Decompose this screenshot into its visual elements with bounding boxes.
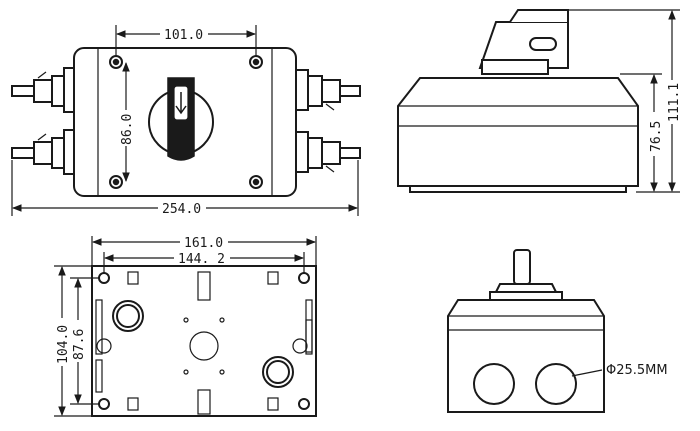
label-bottom-inner-width: 144. 2 [178, 252, 225, 267]
label-bottom-outer-width: 161.0 [184, 236, 223, 251]
right-bottom-connector [295, 131, 361, 173]
side-view: 111.1 76.5 [397, 9, 682, 193]
dim-top-width [115, 25, 257, 56]
bottom-cable-holes [96, 300, 308, 388]
side-handle [478, 9, 569, 75]
dim-bottom-inner-width [103, 252, 305, 273]
front-hole-left [473, 363, 515, 405]
dim-bottom-inner-height [70, 277, 100, 405]
bottom-housing [91, 265, 317, 417]
side-housing [397, 77, 639, 187]
right-top-connector [295, 69, 361, 111]
front-hole-right [535, 363, 577, 405]
dim-side-outer [568, 9, 680, 193]
front-handle [489, 249, 563, 301]
left-top-connector [11, 67, 75, 113]
label-bottom-outer-height: 104.0 [56, 325, 71, 364]
label-top-height: 86.0 [120, 114, 135, 145]
label-top-overall: 254.0 [162, 202, 201, 217]
front-housing [447, 299, 605, 413]
label-hole-diameter: Φ25.5MM [606, 363, 668, 378]
label-side-outer: 111.1 [667, 83, 682, 122]
dim-side-inner [620, 73, 662, 192]
dim-bottom-outer-width [91, 236, 317, 266]
front-view: Φ25.5MM [447, 249, 668, 413]
top-view: 101.0 86.0 254.0 [11, 25, 361, 217]
label-top-width: 101.0 [164, 28, 203, 43]
bottom-tabs [127, 271, 279, 415]
label-side-inner: 76.5 [649, 121, 664, 152]
left-bottom-connector [11, 129, 75, 175]
label-bottom-inner-height: 87.6 [72, 329, 87, 360]
dim-top-overall [11, 160, 359, 216]
rotary-switch [148, 77, 214, 161]
dim-bottom-outer-height [54, 265, 92, 417]
bottom-view: 161.0 144. 2 104.0 87.6 [54, 236, 317, 417]
